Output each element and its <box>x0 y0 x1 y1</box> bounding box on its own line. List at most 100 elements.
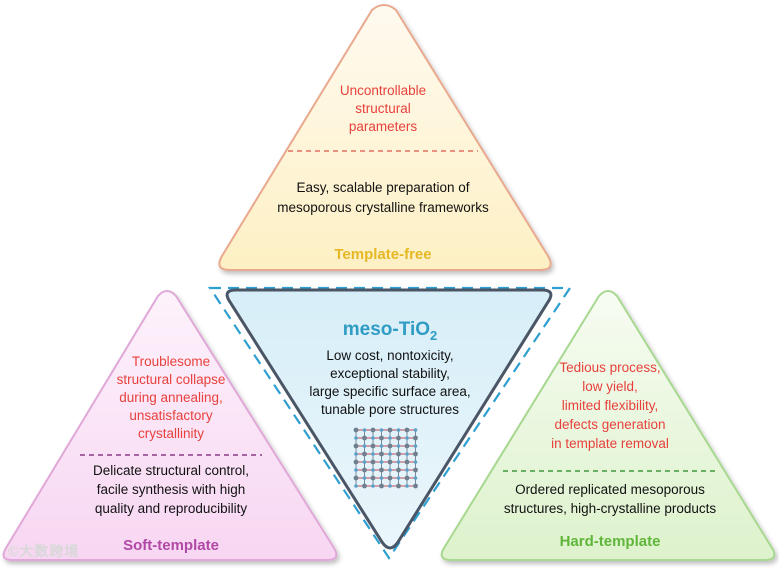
lattice-atom <box>362 460 367 464</box>
center-title-subscript: 2 <box>430 327 438 343</box>
center-title: meso-TiO2 <box>290 318 490 348</box>
hard-template-con-3: limited flexibility, <box>561 398 659 413</box>
lattice-atom <box>413 451 418 457</box>
lattice-atom <box>396 483 401 489</box>
watermark: ©大数跨境 <box>8 543 80 559</box>
lattice-atom <box>388 468 392 472</box>
lattice-atom <box>371 484 375 488</box>
lattice-atom <box>404 475 410 481</box>
hard-template-triangle <box>440 290 776 561</box>
lattice-atom <box>362 428 367 432</box>
lattice-atom <box>370 459 376 465</box>
hard-template-con-1: Tedious process, <box>559 360 661 375</box>
center-outline-dashed <box>207 286 573 560</box>
lattice-atom <box>387 443 393 449</box>
hard-template-title: Hard-template <box>559 533 661 550</box>
lattice-atom <box>379 460 384 464</box>
lattice-atom <box>379 451 384 457</box>
lattice-atom <box>405 484 409 488</box>
lattice-atom <box>370 443 376 449</box>
lattice-atom <box>405 452 409 456</box>
lattice-atom <box>379 476 384 480</box>
center-title-main: meso-TiO <box>342 319 431 340</box>
hard-template-pro-2: structures, high-crystalline products <box>503 501 717 516</box>
lattice-atom <box>387 459 393 465</box>
lattice-atom <box>354 436 358 440</box>
lattice-atom <box>370 475 376 481</box>
lattice-atom <box>396 428 401 432</box>
lattice-atom <box>413 444 418 448</box>
soft-template-con-2: structural collapse <box>116 372 226 387</box>
lattice-atom <box>379 444 384 448</box>
template-free-con-1: Uncontrollable <box>339 83 427 98</box>
lattice-atom <box>396 444 401 448</box>
lattice-atom <box>354 484 358 488</box>
lattice-atom <box>388 436 392 440</box>
lattice-atom <box>396 435 401 441</box>
lattice-atom <box>396 476 401 480</box>
lattice-atom <box>404 427 410 433</box>
lattice-atom <box>353 427 359 433</box>
soft-template-con-3: during annealing, <box>119 390 223 405</box>
lattice-atom <box>396 460 401 464</box>
lattice-atom <box>413 435 418 441</box>
lattice-atom <box>387 427 393 433</box>
hard-template-pro-1: Ordered replicated mesoporous <box>515 482 705 497</box>
hard-template-con-4: defects generation <box>554 417 666 432</box>
template-free-pro-1: Easy, scalable preparation of <box>296 180 470 195</box>
center-line-3: large specific surface area, <box>309 384 471 399</box>
lattice-atom <box>362 467 367 473</box>
soft-template-con-4: unsatisfactory <box>129 408 213 423</box>
lattice-atom <box>371 452 375 456</box>
lattice-atom <box>354 468 358 472</box>
lattice-atom <box>405 468 409 472</box>
lattice-atom <box>371 436 375 440</box>
soft-template-pro-3: quality and reproducibility <box>94 501 248 516</box>
center-line-2: exceptional stability, <box>330 366 450 381</box>
template-free-title: Template-free <box>334 246 432 263</box>
center-line-4: tunable pore structures <box>320 402 460 417</box>
lattice-atom <box>353 475 359 481</box>
template-free-triangle <box>218 4 552 271</box>
lattice-atom <box>404 459 410 465</box>
template-free-pro-2: mesoporous crystalline frameworks <box>277 200 489 215</box>
soft-template-con-1: Troublesome <box>131 354 211 369</box>
lattice-atom <box>379 467 384 473</box>
lattice-atom <box>405 436 409 440</box>
lattice-atom <box>362 435 367 441</box>
lattice-atom <box>387 475 393 481</box>
lattice-atom <box>396 467 401 473</box>
lattice-atom <box>413 483 418 489</box>
soft-template-pro-1: Delicate structural control, <box>92 463 250 478</box>
center-line-1: Low cost, nontoxicity, <box>326 348 454 363</box>
soft-template-triangle <box>2 290 338 561</box>
lattice-atom <box>362 476 367 480</box>
template-free-con-2: structural <box>355 101 411 116</box>
lattice-atom <box>388 484 392 488</box>
lattice-atom <box>353 443 359 449</box>
lattice-atom <box>413 460 418 464</box>
lattice-atom <box>404 443 410 449</box>
lattice-atom <box>388 452 392 456</box>
soft-template-title: Soft-template <box>123 537 219 554</box>
lattice-atom <box>413 476 418 480</box>
lattice-atom <box>379 428 384 432</box>
soft-template-pro-2: facile synthesis with high <box>96 482 246 497</box>
lattice-atom <box>370 427 376 433</box>
lattice-atom <box>371 468 375 472</box>
lattice-atom <box>362 483 367 489</box>
soft-template-con-5: crystallinity <box>137 426 204 441</box>
lattice-atom <box>353 459 359 465</box>
template-free-con-3: parameters <box>348 119 418 134</box>
crystal-lattice-icon <box>353 427 418 489</box>
hard-template-con-5: in template removal <box>551 436 669 451</box>
lattice-atom <box>413 428 418 432</box>
lattice-atom <box>354 452 358 456</box>
center-triangle <box>225 288 553 550</box>
lattice-atom <box>413 467 418 473</box>
lattice-atom <box>362 451 367 457</box>
lattice-atom <box>379 483 384 489</box>
lattice-atom <box>379 435 384 441</box>
